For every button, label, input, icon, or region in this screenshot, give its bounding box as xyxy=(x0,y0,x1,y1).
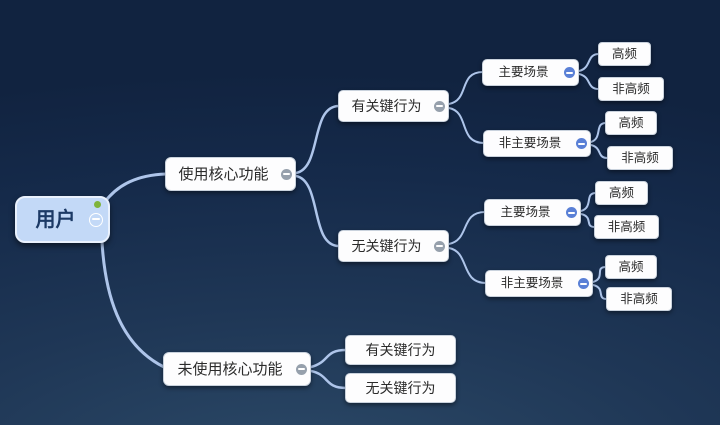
node-label: 无关键行为 xyxy=(365,380,436,396)
collapse-minus-icon[interactable] xyxy=(281,168,292,180)
node-non-high-freq-2[interactable]: 非高频 xyxy=(607,146,673,170)
node-label: 非主要场景 xyxy=(500,276,564,291)
collapse-minus-icon[interactable] xyxy=(578,278,589,289)
node-label: 非高频 xyxy=(621,150,659,165)
connector-line xyxy=(102,172,168,205)
green-dot-marker xyxy=(94,201,101,208)
node-non-high-freq-4[interactable]: 非高频 xyxy=(606,287,672,311)
collapse-minus-icon[interactable] xyxy=(296,363,307,375)
node-label: 使用核心功能 xyxy=(178,165,269,183)
node-non-main-scenario-1[interactable]: 非主要场景 xyxy=(483,130,591,157)
connector-line xyxy=(448,247,487,284)
node-non-main-scenario-2[interactable]: 非主要场景 xyxy=(485,270,593,297)
node-label: 主要场景 xyxy=(498,65,549,80)
connector-line xyxy=(590,144,609,159)
connector-line xyxy=(578,53,600,72)
node-label: 用户 xyxy=(35,208,76,231)
node-label: 非高频 xyxy=(612,81,650,96)
node-non-high-freq-3[interactable]: 非高频 xyxy=(594,215,659,239)
connector-line xyxy=(590,122,607,143)
collapse-minus-icon[interactable] xyxy=(576,138,587,149)
node-main-scenario-2[interactable]: 主要场景 xyxy=(484,199,581,226)
node-label: 高频 xyxy=(611,46,637,61)
node-label: 非高频 xyxy=(607,219,646,234)
node-label: 有关键行为 xyxy=(365,342,436,358)
node-user-root[interactable]: 用户 xyxy=(15,196,110,243)
connector-line xyxy=(309,348,348,369)
collapse-minus-icon[interactable] xyxy=(434,240,445,252)
node-label: 无关键行为 xyxy=(351,238,422,254)
node-label: 高频 xyxy=(618,115,644,130)
node-high-freq-1[interactable]: 高频 xyxy=(598,42,651,66)
connector-line xyxy=(448,107,485,144)
node-high-freq-3[interactable]: 高频 xyxy=(595,181,648,205)
node-label: 有关键行为 xyxy=(351,98,422,114)
node-key-behavior-1[interactable]: 有关键行为 xyxy=(338,90,449,122)
connector-line xyxy=(309,369,348,390)
node-not-use-core-functions[interactable]: 未使用核心功能 xyxy=(163,352,311,386)
connector-line xyxy=(580,192,597,212)
node-label: 主要场景 xyxy=(500,205,551,220)
node-high-freq-4[interactable]: 高频 xyxy=(605,255,657,279)
node-key-behavior-2[interactable]: 有关键行为 xyxy=(345,335,456,365)
collapse-minus-icon[interactable] xyxy=(564,67,575,78)
node-non-high-freq-1[interactable]: 非高频 xyxy=(598,77,664,101)
connector-line xyxy=(448,211,486,245)
collapse-minus-icon[interactable] xyxy=(434,100,445,112)
node-main-scenario-1[interactable]: 主要场景 xyxy=(482,59,579,86)
connector-line xyxy=(448,71,484,105)
node-no-key-behavior-2[interactable]: 无关键行为 xyxy=(345,373,456,403)
connector-line xyxy=(592,284,608,300)
node-label: 非主要场景 xyxy=(498,136,562,151)
connector-line xyxy=(580,213,596,228)
node-use-core-functions[interactable]: 使用核心功能 xyxy=(165,157,296,191)
connector-line xyxy=(100,240,166,369)
node-label: 未使用核心功能 xyxy=(177,360,283,378)
node-high-freq-2[interactable]: 高频 xyxy=(605,111,657,135)
connector-line xyxy=(578,73,600,90)
node-label: 非高频 xyxy=(620,291,658,306)
node-no-key-behavior-1[interactable]: 无关键行为 xyxy=(338,230,449,262)
connector-line xyxy=(294,174,341,248)
collapse-minus-icon[interactable] xyxy=(566,207,577,218)
node-label: 高频 xyxy=(618,259,644,274)
connector-line xyxy=(294,104,341,175)
node-label: 高频 xyxy=(608,185,634,200)
collapse-minus-icon[interactable] xyxy=(89,212,103,227)
